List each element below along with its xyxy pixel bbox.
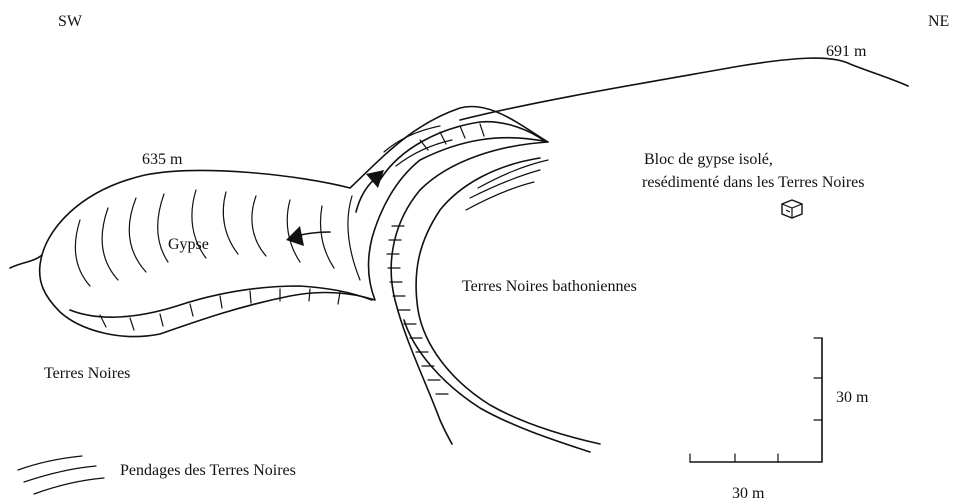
label-ne: NE	[928, 13, 949, 30]
dip-lines-right	[466, 160, 548, 210]
movement-arrow-up	[356, 170, 384, 212]
label-summit-elevation: 691 m	[826, 43, 867, 60]
note-line-2: resédimenté dans les Terres Noires	[642, 174, 865, 191]
label-sw: SW	[58, 13, 83, 30]
scale-horizontal-label: 30 m	[732, 485, 765, 502]
scale-vertical-label: 30 m	[836, 389, 869, 406]
skyline-left	[10, 255, 42, 268]
legend-pendages-symbol	[18, 456, 104, 494]
note-line-1: Bloc de gypse isolé,	[644, 151, 773, 168]
gypse-fold-arcs	[75, 126, 452, 286]
label-terres-noires-bathoniennes: Terres Noires bathoniennes	[462, 278, 637, 295]
label-gypse: Gypse	[168, 236, 209, 253]
terres-noires-contact-2	[416, 158, 600, 444]
terres-noires-contact-3	[404, 320, 590, 452]
label-terres-noires: Terres Noires	[44, 365, 130, 382]
gypse-inner-contact-upper	[380, 122, 546, 180]
gypse-outline	[40, 106, 548, 336]
legend-pendages-label: Pendages des Terres Noires	[120, 462, 296, 479]
label-dome-elevation: 635 m	[142, 151, 183, 168]
skyline-ridge	[460, 58, 908, 120]
scale-bars	[690, 338, 822, 462]
isolated-gypsum-block-icon	[782, 200, 802, 218]
